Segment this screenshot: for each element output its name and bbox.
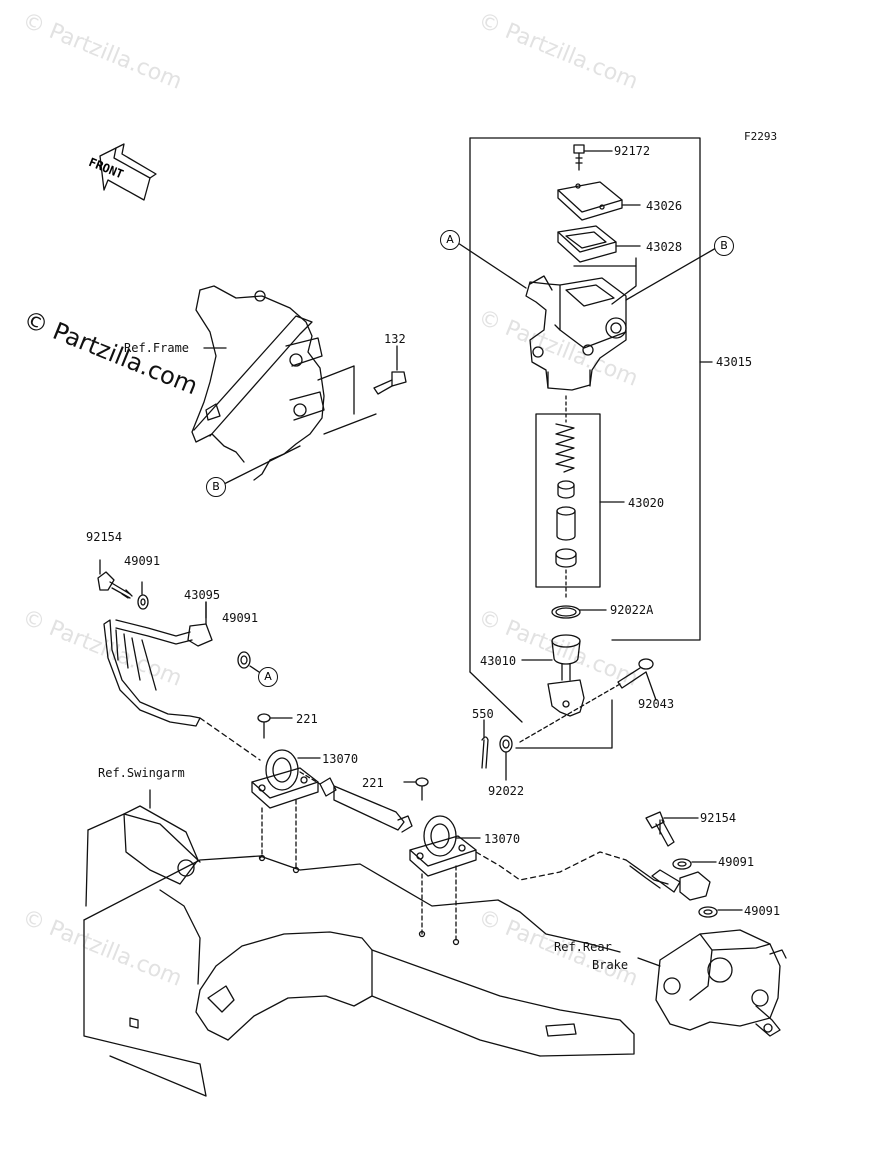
- part-label-13070[interactable]: 13070: [484, 832, 521, 846]
- ref-swingarm-label: Ref.Swingarm: [98, 766, 185, 780]
- part-label-92022[interactable]: 92022: [488, 784, 525, 798]
- part-label-43026[interactable]: 43026: [646, 199, 683, 213]
- callout-a: A: [258, 667, 278, 687]
- part-label-92154[interactable]: 92154: [700, 811, 737, 825]
- screw-221a: [257, 713, 293, 739]
- ref-frame-label: Ref.Frame: [124, 341, 190, 355]
- part-label-49091[interactable]: 49091: [124, 554, 161, 568]
- circlip: [551, 605, 607, 619]
- clamp-13070b: [409, 815, 481, 943]
- part-label-550[interactable]: 550: [472, 707, 494, 721]
- washer-49091d: [698, 906, 743, 918]
- part-label-43095[interactable]: 43095: [184, 588, 221, 602]
- part-label-43028[interactable]: 43028: [646, 240, 683, 254]
- primary-cup: [557, 480, 575, 499]
- assembly-bracket: [469, 137, 701, 641]
- brake-hose-upper: [97, 559, 263, 761]
- rear-brake-caliper: [637, 929, 787, 1037]
- screw-221b: [403, 777, 429, 801]
- part-label-49091[interactable]: 49091: [718, 855, 755, 869]
- secondary-cup: [555, 548, 577, 568]
- front-arrow-icon: [99, 143, 157, 201]
- bolt-92172: [573, 144, 613, 171]
- swingarm: [83, 789, 635, 1097]
- hose-right: [625, 859, 711, 901]
- part-label-92172[interactable]: 92172: [614, 144, 651, 158]
- ref-rear-brake-label: Ref.Rear: [554, 940, 612, 954]
- part-label-49091[interactable]: 49091: [222, 611, 259, 625]
- callout-a: A: [440, 230, 460, 250]
- spring: [555, 395, 575, 473]
- diagram-code: F2293: [744, 130, 778, 143]
- part-label-13070[interactable]: 13070: [322, 752, 359, 766]
- part-label-221[interactable]: 221: [296, 712, 318, 726]
- part-label-92022A[interactable]: 92022A: [610, 603, 654, 617]
- bolt-132: [373, 345, 407, 395]
- clevis-pin: [519, 658, 657, 743]
- part-label-43020[interactable]: 43020: [628, 496, 665, 510]
- banjo-bolt-right: [645, 811, 699, 847]
- part-label-49091[interactable]: 49091: [744, 904, 781, 918]
- diaphragm: [557, 225, 641, 263]
- part-label-43015[interactable]: 43015: [716, 355, 753, 369]
- callout-b: B: [206, 477, 226, 497]
- part-label-221[interactable]: 221: [362, 776, 384, 790]
- washer-92022: [499, 735, 513, 781]
- clamp-13070a: [251, 749, 321, 869]
- frame-bracket: [191, 285, 377, 486]
- part-label-92043[interactable]: 92043: [638, 697, 675, 711]
- master-cylinder-body: [525, 275, 627, 391]
- ref-rear-brake-label-2: Brake: [592, 958, 629, 972]
- part-label-43010[interactable]: 43010: [480, 654, 517, 668]
- washer-49091c: [672, 858, 717, 870]
- reservoir-cap: [557, 181, 641, 221]
- part-label-132[interactable]: 132: [384, 332, 406, 346]
- cotter-pin: [481, 719, 489, 769]
- push-rod: [521, 634, 585, 717]
- part-label-92154[interactable]: 92154: [86, 530, 123, 544]
- piston: [556, 506, 576, 541]
- hose-middle: [299, 771, 413, 833]
- callout-b: B: [714, 236, 734, 256]
